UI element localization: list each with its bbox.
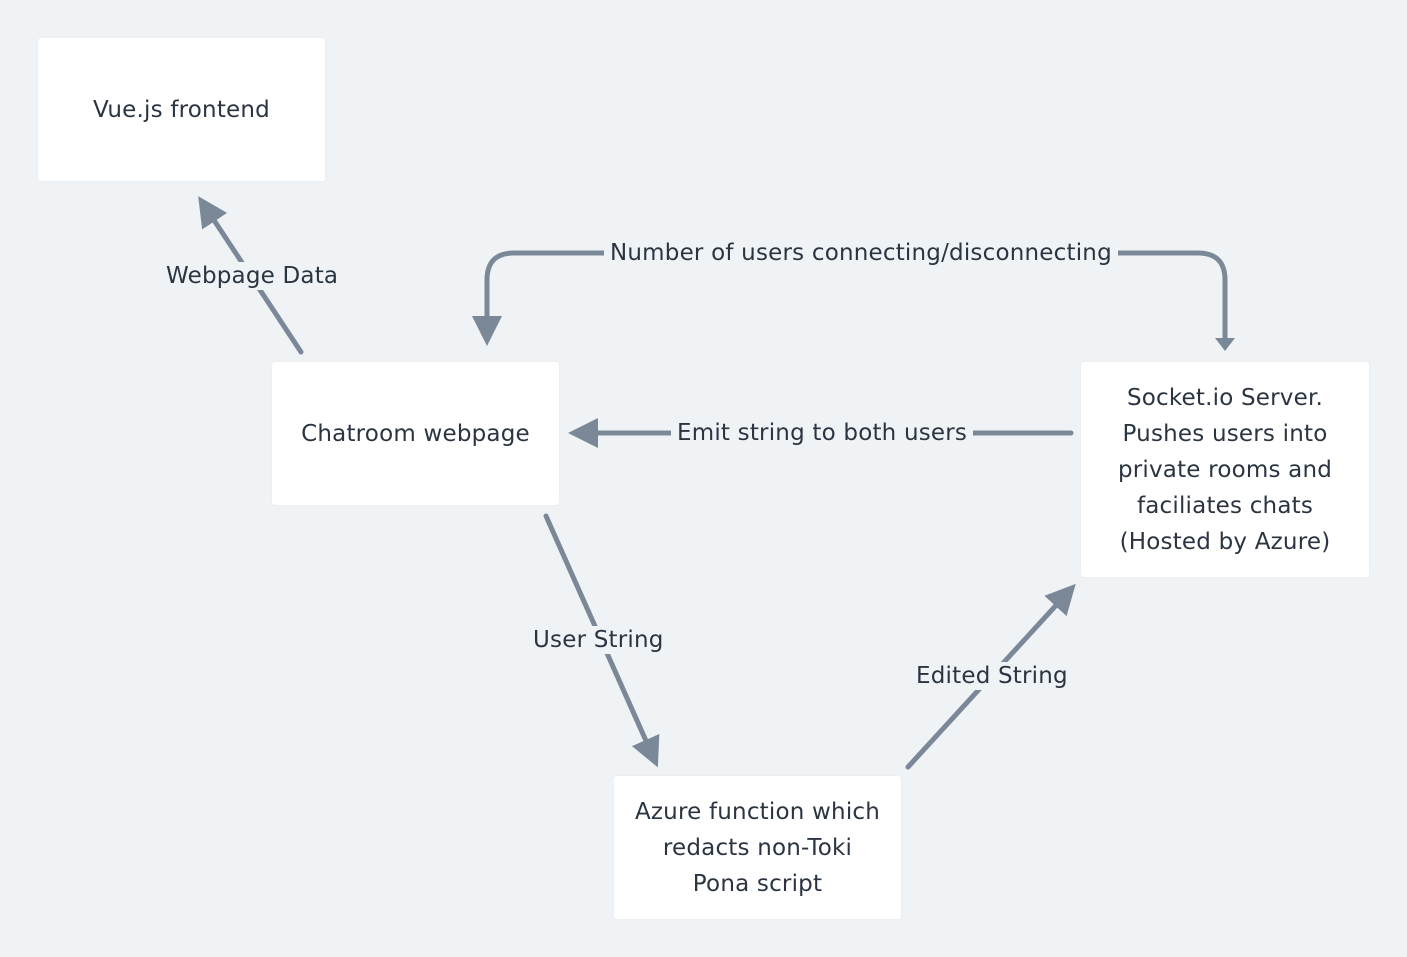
- node-azure-function-label: Azure function which redacts non-Toki Po…: [634, 798, 881, 897]
- node-socket-server[interactable]: Socket.io Server. Pushes users into priv…: [1081, 362, 1369, 577]
- node-vue-frontend-label: Vue.js frontend: [93, 96, 270, 123]
- edge-user-count-arrow-socket: [1215, 338, 1235, 351]
- node-socket-server-label: Socket.io Server. Pushes users into priv…: [1117, 384, 1333, 555]
- node-vue-frontend[interactable]: Vue.js frontend: [38, 38, 325, 181]
- node-azure-function[interactable]: Azure function which redacts non-Toki Po…: [614, 776, 901, 919]
- node-chatroom-webpage-label: Chatroom webpage: [301, 420, 530, 447]
- edge-label-user-string: User String: [527, 626, 670, 654]
- node-chatroom-webpage[interactable]: Chatroom webpage: [272, 362, 559, 505]
- edge-label-emit-string: Emit string to both users: [671, 419, 974, 447]
- edge-label-webpage-data: Webpage Data: [160, 262, 345, 290]
- edge-label-user-count: Number of users connecting/disconnecting: [604, 239, 1118, 267]
- edge-label-edited-string: Edited String: [910, 662, 1074, 690]
